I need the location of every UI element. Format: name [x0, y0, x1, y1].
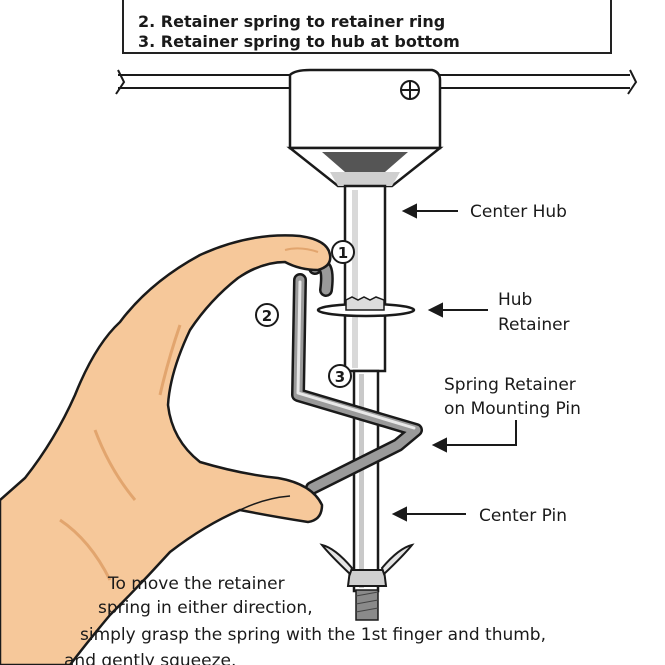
step-3: 3. Retainer spring to hub at bottom	[138, 32, 460, 51]
spring-retainer	[291, 258, 423, 495]
step-2: 2. Retainer spring to retainer ring	[138, 12, 445, 31]
caption-line-3: simply grasp the spring with the 1st fin…	[80, 625, 546, 645]
label-hub-retainer-line1: Hub	[498, 290, 533, 310]
label-spring-retainer-line2: on Mounting Pin	[444, 399, 581, 419]
label-hub-retainer-line2: Retainer	[498, 315, 570, 335]
wing-nut	[319, 543, 415, 587]
step-3-number: 3.	[138, 32, 156, 51]
arrow-center-pin	[391, 506, 466, 522]
arrow-hub-retainer	[427, 302, 488, 318]
caption-line-1: To move the retainer	[108, 574, 285, 594]
marker-3: 3	[328, 364, 352, 388]
step-3-text: Retainer spring to hub at bottom	[160, 32, 460, 51]
label-center-pin: Center Pin	[479, 506, 567, 526]
marker-2-label: 2	[262, 307, 272, 325]
marker-1: 1	[331, 240, 355, 264]
caption-line-2: spring in either direction,	[98, 598, 313, 618]
instruction-box: 2. Retainer spring to retainer ring 3. R…	[122, 0, 612, 54]
marker-1-label: 1	[338, 244, 348, 262]
arrow-spring-retainer	[431, 420, 517, 453]
hand-illustration	[0, 234, 332, 665]
step-2-text: Retainer spring to retainer ring	[160, 12, 446, 31]
marker-2: 2	[255, 303, 279, 327]
hub-retainer-ring	[316, 296, 416, 318]
marker-3-label: 3	[335, 368, 345, 386]
center-hub	[343, 184, 387, 373]
caption-line-4: and gently squeeze.	[64, 651, 237, 665]
label-spring-retainer-line1: Spring Retainer	[444, 375, 576, 395]
screw-icon	[400, 80, 420, 100]
step-2-number: 2.	[138, 12, 156, 31]
arrow-center-hub	[401, 203, 458, 219]
label-center-hub: Center Hub	[470, 202, 567, 222]
